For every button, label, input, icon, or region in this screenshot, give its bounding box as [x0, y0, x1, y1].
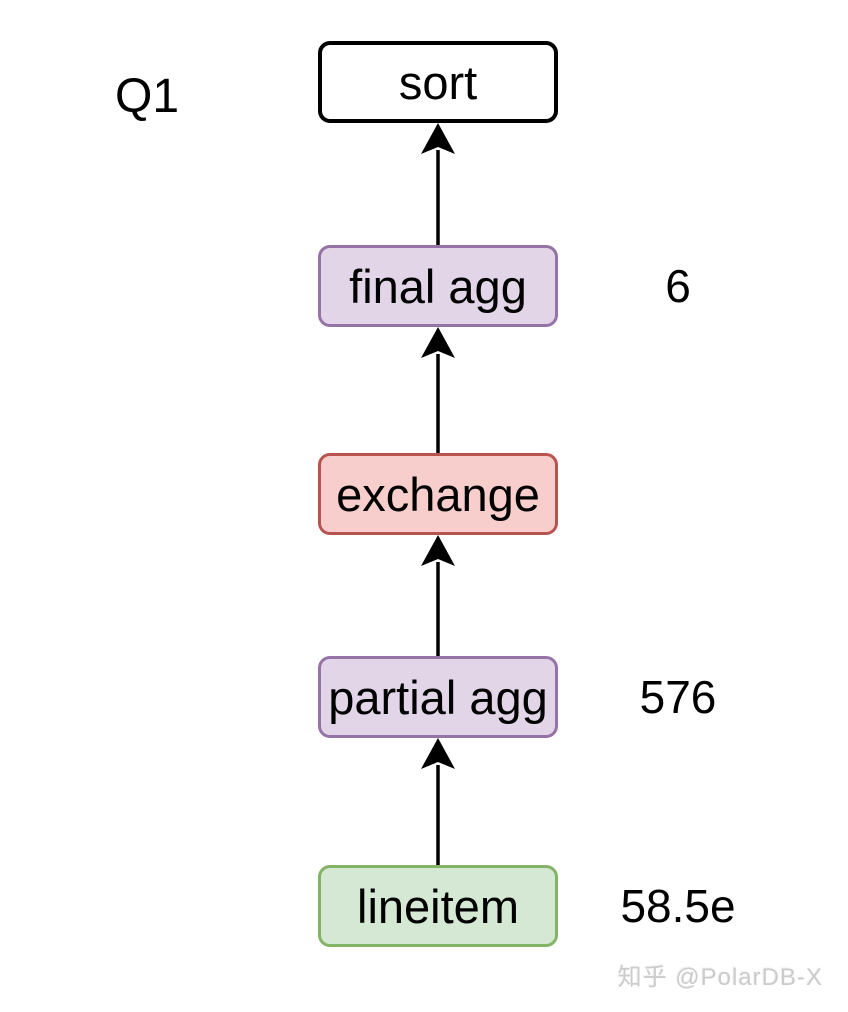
arrow-up-icon	[421, 123, 455, 245]
node-final-agg-label: final agg	[349, 259, 527, 313]
arrow-up-icon	[421, 327, 455, 453]
arrow-up-icon	[421, 535, 455, 656]
row-count-partial-agg: 576	[639, 671, 717, 723]
node-exchange: exchange	[318, 453, 558, 535]
node-final-agg: final agg	[318, 245, 558, 327]
node-partial-agg: partial agg	[318, 656, 558, 738]
node-exchange-label: exchange	[336, 467, 540, 521]
zhihu-watermark: 知乎 @PolarDB-X	[617, 964, 823, 991]
arrow-up-icon	[421, 738, 455, 865]
row-count-lineitem: 58.5e	[620, 880, 736, 932]
query-label: Q1	[114, 70, 180, 123]
node-lineitem-label: lineitem	[357, 879, 519, 933]
node-sort-label: sort	[398, 55, 478, 109]
row-count-final-agg: 6	[665, 260, 691, 312]
node-partial-agg-label: partial agg	[328, 670, 548, 724]
node-sort: sort	[318, 41, 558, 123]
node-lineitem: lineitem	[318, 865, 558, 947]
